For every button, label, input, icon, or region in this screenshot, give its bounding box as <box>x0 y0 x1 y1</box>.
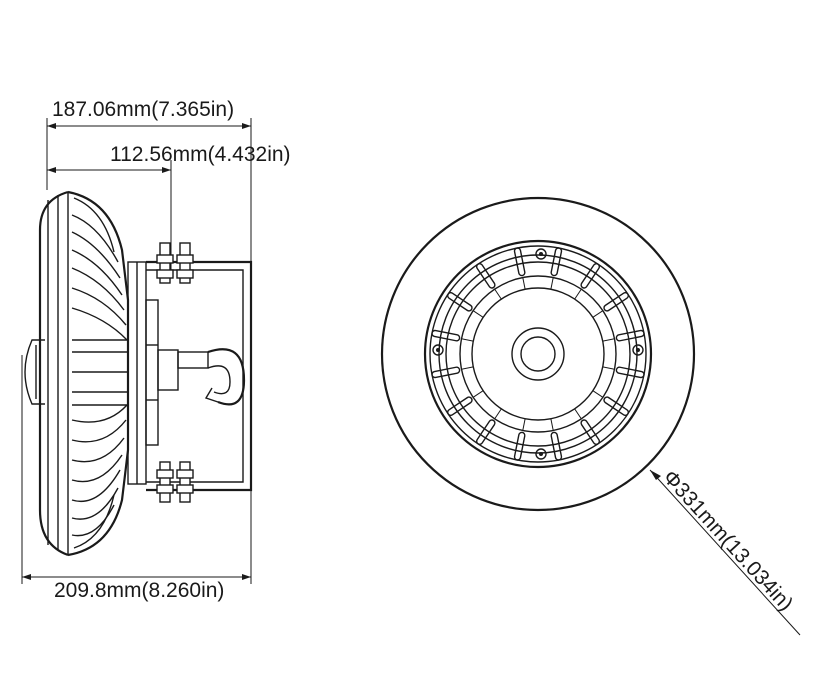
center-module-outer <box>511 327 565 381</box>
radial-fin <box>574 262 601 300</box>
radial-fin <box>592 390 630 417</box>
lens-face <box>38 190 69 557</box>
dimension-112: 112.56mm(4.432in) <box>47 143 291 272</box>
radial-fin <box>513 418 526 461</box>
radial-fin <box>475 408 502 446</box>
radial-fin <box>446 291 484 318</box>
radial-fin <box>602 329 645 342</box>
dimension-209-label: 209.8mm(8.260in) <box>54 579 224 602</box>
sensor-dome <box>24 339 45 405</box>
dimension-187: 187.06mm(7.365in) <box>46 98 252 265</box>
radial-fin <box>574 408 601 446</box>
screw-left <box>432 344 444 356</box>
radial-fin <box>513 247 526 290</box>
dimension-209: 209.8mm(8.260in) <box>21 355 252 602</box>
front-view <box>380 196 696 512</box>
radial-fin <box>446 390 484 417</box>
dimension-187-label: 187.06mm(7.365in) <box>52 98 234 121</box>
mounting-bracket <box>146 242 253 503</box>
screw-bottom <box>535 448 547 460</box>
center-module-inner <box>520 336 556 372</box>
radial-fin <box>592 291 630 318</box>
radial-fin <box>431 366 474 379</box>
outer-housing <box>380 196 696 512</box>
heatsink <box>67 190 130 557</box>
screw-right <box>632 344 644 356</box>
radial-fin <box>550 247 563 290</box>
radial-fin <box>475 262 502 300</box>
diameter-label: Φ331mm(13.034in) <box>658 466 797 616</box>
driver-body <box>127 261 159 485</box>
side-view: 187.06mm(7.365in) 112.56mm(4.432in) 209.… <box>21 98 291 602</box>
radial-fin <box>550 418 563 461</box>
dimension-112-label: 112.56mm(4.432in) <box>110 143 291 166</box>
hanging-hook <box>157 348 246 406</box>
radial-fin <box>431 329 474 342</box>
diameter-dimension: Φ331mm(13.034in) <box>649 466 801 636</box>
radial-fin <box>602 366 645 379</box>
screw-top <box>535 248 547 260</box>
